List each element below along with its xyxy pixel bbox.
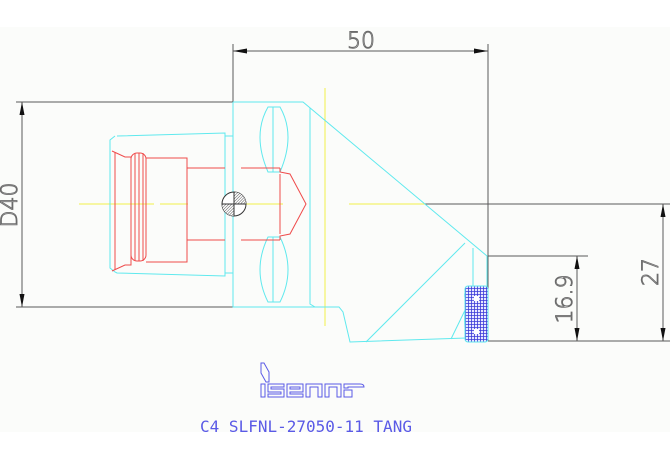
dimension-lines [16, 44, 670, 342]
tool-body-outline [109, 101, 488, 343]
dimension-diameter-label: D40 [0, 183, 23, 228]
dimension-arrows [19, 48, 666, 341]
dimension-height-insert-label: 16.9 [553, 275, 578, 324]
brand-logo-icon [260, 362, 365, 398]
dimension-height-total-label: 27 [639, 258, 664, 286]
cutting-insert [464, 285, 489, 343]
centerlines [79, 88, 425, 326]
drawing-title: C4 SLFNL-27050-11 TANG [200, 417, 412, 436]
dimension-length-label: 50 [347, 29, 375, 54]
center-symbol [221, 191, 247, 217]
internal-parts [111, 150, 307, 272]
drawing-canvas [0, 27, 670, 432]
